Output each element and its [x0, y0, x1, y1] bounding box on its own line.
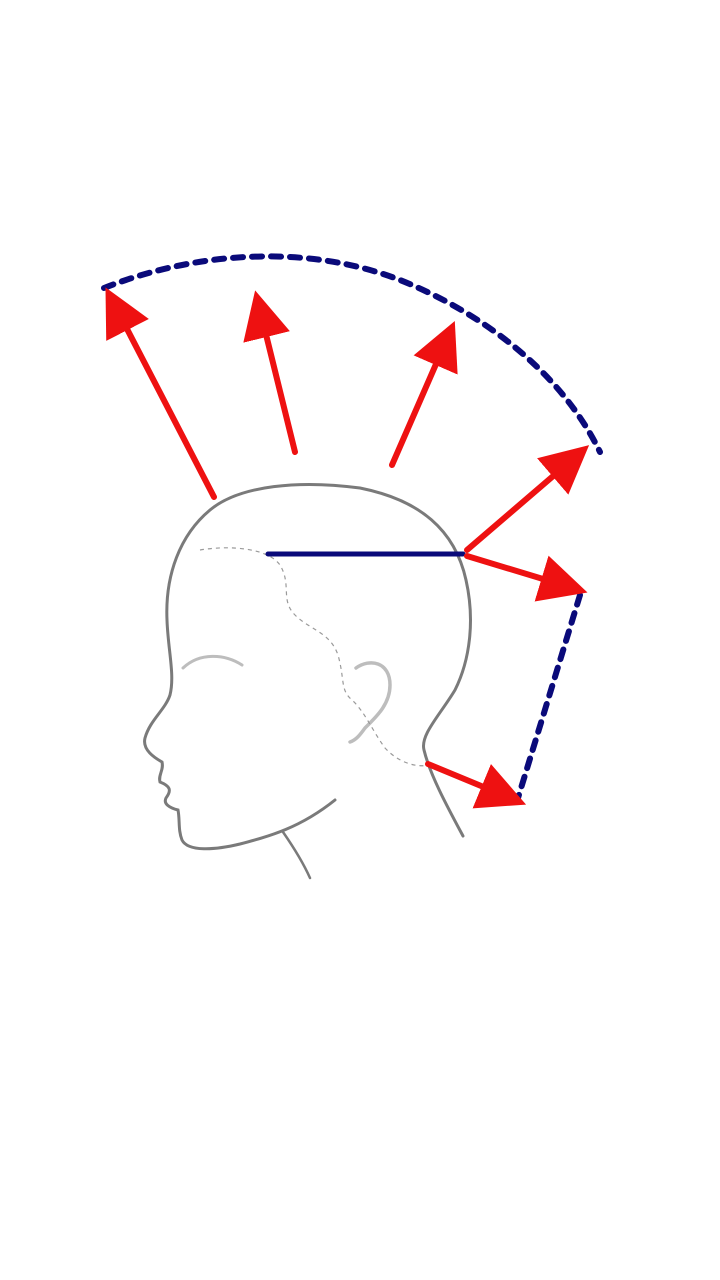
- head-outline: [143, 483, 472, 851]
- back-guide-line: [515, 592, 583, 801]
- arrow-crown: [464, 445, 590, 553]
- arrow-front-left: [105, 287, 217, 500]
- arrow-back-upper: [464, 553, 588, 602]
- arrow-nape: [425, 761, 527, 809]
- hairline-dashed: [199, 547, 431, 767]
- top-guide-arc: [101, 253, 603, 455]
- arrow-top-front: [243, 290, 298, 455]
- eyebrow-icon: [181, 654, 244, 670]
- neck-line: [281, 830, 312, 880]
- direction-arrows: [105, 287, 590, 809]
- ear-icon: [348, 661, 392, 744]
- arrow-top-middle: [389, 321, 458, 468]
